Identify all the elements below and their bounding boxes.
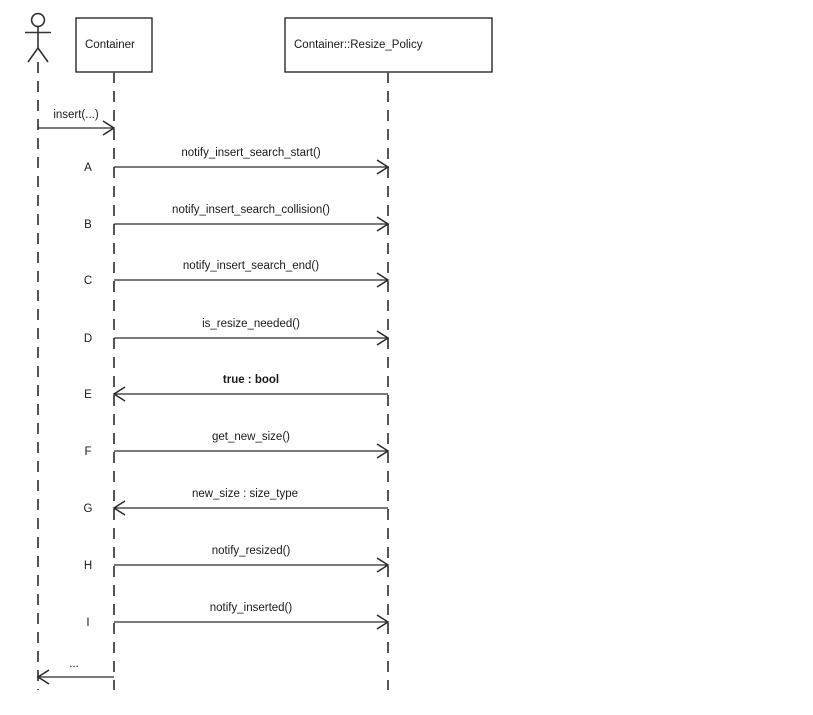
step-label-e: E — [84, 389, 92, 401]
message-label-notify-resized: notify_resized() — [212, 545, 291, 557]
step-label-g: G — [84, 503, 93, 515]
message-arrowhead-g — [112, 500, 126, 516]
message-arrowhead-i — [376, 614, 390, 630]
message-arrowhead-c — [376, 272, 390, 288]
message-notify-insert-search-end[interactable]: C notify_insert_search_end() — [84, 260, 390, 288]
step-label-h: H — [84, 560, 92, 572]
message-label-insert: insert(...) — [53, 109, 99, 121]
message-notify-insert-search-collision[interactable]: B notify_insert_search_collision() — [84, 204, 390, 232]
message-label-notify-inserted: notify_inserted() — [210, 602, 293, 614]
participant-label-resize-policy: Container::Resize_Policy — [294, 39, 423, 51]
actor-stick-figure-icon — [25, 12, 51, 63]
participant-box-container[interactable] — [75, 17, 153, 73]
message-get-new-size[interactable]: F get_new_size() — [84, 431, 390, 459]
message-arrowhead-h — [376, 557, 390, 573]
message-notify-inserted[interactable]: I notify_inserted() — [86, 602, 390, 630]
message-insert[interactable]: insert(...) — [38, 109, 116, 136]
message-is-resize-needed[interactable]: D is_resize_needed() — [84, 318, 390, 346]
message-arrowhead-insert — [102, 120, 116, 136]
message-label-get-new-size: get_new_size() — [212, 431, 290, 443]
message-final-return[interactable]: ... — [36, 658, 114, 685]
message-label-true-bool: true : bool — [223, 374, 279, 386]
message-label-notify-insert-search-collision: notify_insert_search_collision() — [172, 204, 330, 216]
message-label-final-return: ... — [69, 658, 79, 670]
step-label-f: F — [84, 446, 91, 458]
message-arrowhead-final-return — [36, 669, 50, 685]
message-label-new-size-size-type: new_size : size_type — [192, 488, 298, 500]
message-notify-insert-search-start[interactable]: A notify_insert_search_start() — [84, 147, 390, 175]
message-arrowhead-e — [112, 386, 126, 402]
message-true-bool[interactable]: E true : bool — [84, 374, 388, 402]
step-label-c: C — [84, 275, 92, 287]
message-arrowhead-f — [376, 443, 390, 459]
participant-label-container: Container — [85, 39, 135, 51]
message-arrowhead-d — [376, 330, 390, 346]
message-new-size-size-type[interactable]: G new_size : size_type — [84, 488, 388, 516]
step-label-b: B — [84, 219, 92, 231]
step-label-d: D — [84, 333, 92, 345]
step-label-i: I — [86, 617, 89, 629]
message-label-is-resize-needed: is_resize_needed() — [202, 318, 300, 330]
step-label-a: A — [84, 162, 92, 174]
message-arrowhead-b — [376, 216, 390, 232]
message-label-notify-insert-search-start: notify_insert_search_start() — [181, 147, 321, 159]
message-label-notify-insert-search-end: notify_insert_search_end() — [183, 260, 319, 272]
message-arrowhead-a — [376, 159, 390, 175]
message-notify-resized[interactable]: H notify_resized() — [84, 545, 390, 573]
